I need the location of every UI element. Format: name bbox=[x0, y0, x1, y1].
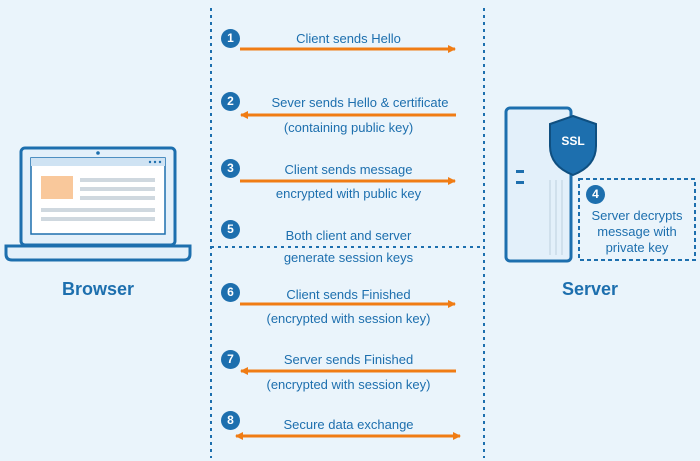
step-badge-7: 7 bbox=[221, 350, 240, 369]
browser-title: Browser bbox=[61, 279, 135, 299]
step-8-label: Secure data exchange bbox=[283, 417, 414, 432]
step-badge-5: 5 bbox=[221, 220, 240, 239]
step-badge-4: 4 bbox=[586, 185, 605, 204]
step-3-label-line2: encrypted with public key bbox=[275, 186, 422, 201]
server-step-4-line2: message with bbox=[597, 224, 677, 239]
step-6-label-line2: (encrypted with session key) bbox=[266, 311, 431, 326]
step-1-label: Client sends Hello bbox=[296, 31, 401, 46]
server-step-4-line1: Server decrypts bbox=[591, 208, 683, 223]
step-5-label-line1: Both client and server bbox=[285, 228, 412, 243]
step-2-label-line1: Sever sends Hello & certificate bbox=[271, 95, 449, 110]
server-title: Server bbox=[561, 279, 619, 299]
step-badge-8: 8 bbox=[221, 411, 240, 430]
step-6-label-line1: Client sends Finished bbox=[286, 287, 411, 302]
ssl-shield-icon bbox=[549, 114, 597, 177]
step-badge-1: 1 bbox=[221, 29, 240, 48]
step-7-label-line2: (encrypted with session key) bbox=[266, 377, 431, 392]
step-badge-3: 3 bbox=[221, 159, 240, 178]
step-7-label-line1: Server sends Finished bbox=[283, 352, 414, 367]
ssl-badge-text: SSL bbox=[561, 134, 585, 148]
server-step-4-line3: private key bbox=[605, 240, 669, 255]
step-badge-6: 6 bbox=[221, 283, 240, 302]
step-badge-2: 2 bbox=[221, 92, 240, 111]
laptop-icon bbox=[4, 146, 192, 262]
step-5-label-line2: generate session keys bbox=[283, 250, 414, 265]
step-3-label-line1: Client sends message bbox=[284, 162, 413, 177]
server-step-box bbox=[578, 178, 696, 261]
step-2-label-line2: (containing public key) bbox=[283, 120, 414, 135]
